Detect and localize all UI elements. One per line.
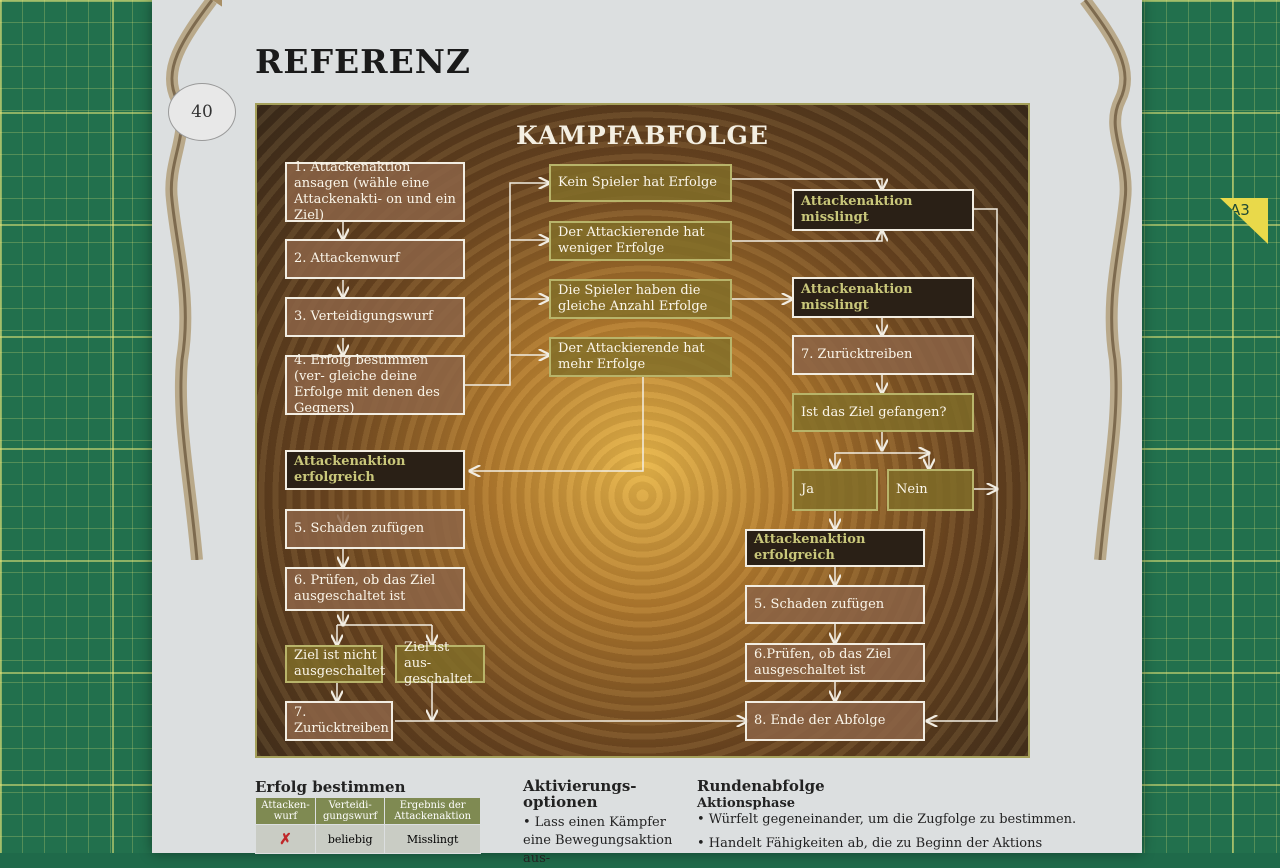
step-1-announce-attack: 1. Attackenaktion ansagen (wähle eine At… (285, 160, 465, 223)
step-2-attack-roll: 2. Attackenwurf (285, 239, 465, 279)
success-table-section: Erfolg bestimmen (255, 779, 406, 795)
step-5-deal-damage-left: 5. Schaden zufügen (285, 509, 465, 549)
target-taken-out: Ziel ist aus- geschaltet (395, 640, 485, 687)
attack-fails-middle: Attackenaktion misslingt (792, 277, 974, 318)
combat-sequence-flowchart: KAMPFABFOLGE (255, 103, 1030, 758)
action-phase-subheading: Aktionsphase (697, 796, 796, 811)
outcome-no-successes: Kein Spieler hat Erfolge (549, 164, 732, 202)
activation-options-section: Aktivierungs- optionen • Lass einen Kämp… (523, 778, 683, 868)
attack-fails-top: Attackenaktion misslingt (792, 189, 974, 231)
round-bullet-2: • Handelt Fähigkeiten ab, die zu Beginn … (697, 836, 1043, 851)
cell-attack: ✗ (254, 824, 317, 854)
page-number-badge: 40 (168, 83, 236, 141)
attack-successful-right: Attackenaktion erfolgreich (745, 529, 925, 567)
page-ornament-left (165, 0, 222, 560)
outcome-fewer-successes: Der Attackierende hat weniger Erfolge (549, 221, 732, 261)
round-bullet-1: • Würfelt gegeneinander, um die Zugfolge… (697, 812, 1077, 827)
success-table: Attacken- wurf Verteidi- gungswurf Ergeb… (254, 797, 481, 854)
activation-bullet: • Lass einen Kämpfer eine Bewegungsaktio… (523, 815, 673, 866)
flowchart-title: KAMPFABFOLGE (516, 121, 769, 150)
outcome-more-successes: Der Attackierende hat mehr Erfolge (549, 337, 732, 377)
page-title: REFERENZ (255, 42, 471, 81)
answer-yes: Ja (792, 469, 878, 511)
step-6-check-target-right: 6.Prüfen, ob das Ziel ausgeschaltet ist (745, 643, 925, 682)
step-6-check-target-left: 6. Prüfen, ob das Ziel ausgeschaltet ist (285, 567, 465, 611)
table-row: ✗ beliebig Misslingt (254, 824, 481, 854)
answer-no: Nein (887, 469, 974, 511)
target-not-taken-out: Ziel ist nicht ausgeschaltet (285, 645, 385, 683)
step-7-drive-back-left: 7. Zurücktreiben (285, 701, 393, 741)
header-result: Ergebnis der Attackenaktion (384, 797, 481, 825)
page-ornament-right (1080, 0, 1132, 560)
round-sequence-heading: Rundenabfolge (697, 777, 825, 795)
header-defense-roll: Verteidi- gungswurf (315, 797, 386, 825)
outcome-equal-successes: Die Spieler haben die gleiche Anzahl Erf… (549, 279, 732, 319)
target-trapped-question: Ist das Ziel gefangen? (792, 393, 974, 432)
flowchart-arrows (257, 105, 1030, 758)
cell-defense: beliebig (315, 824, 386, 854)
activation-options-heading: Aktivierungs- optionen (523, 777, 637, 811)
step-5-deal-damage-right: 5. Schaden zufügen (745, 585, 925, 624)
step-7-drive-back-right: 7. Zurücktreiben (792, 335, 974, 375)
attack-successful-left: Attackenaktion erfolgreich (285, 450, 465, 490)
table-header-row: Attacken- wurf Verteidi- gungswurf Ergeb… (254, 797, 481, 825)
cross-icon: ✗ (279, 830, 292, 848)
success-table-heading: Erfolg bestimmen (255, 778, 406, 796)
step-3-defense-roll: 3. Verteidigungswurf (285, 297, 465, 337)
cell-result: Misslingt (384, 824, 481, 854)
round-sequence-section: Rundenabfolge Aktionsphase • Würfelt geg… (697, 778, 1097, 853)
step-4-determine-success: 4. Erfolg bestimmen (ver- gleiche deine … (285, 353, 465, 416)
header-attack-roll: Attacken- wurf (254, 797, 317, 825)
step-8-end-sequence: 8. Ende der Abfolge (745, 701, 925, 741)
